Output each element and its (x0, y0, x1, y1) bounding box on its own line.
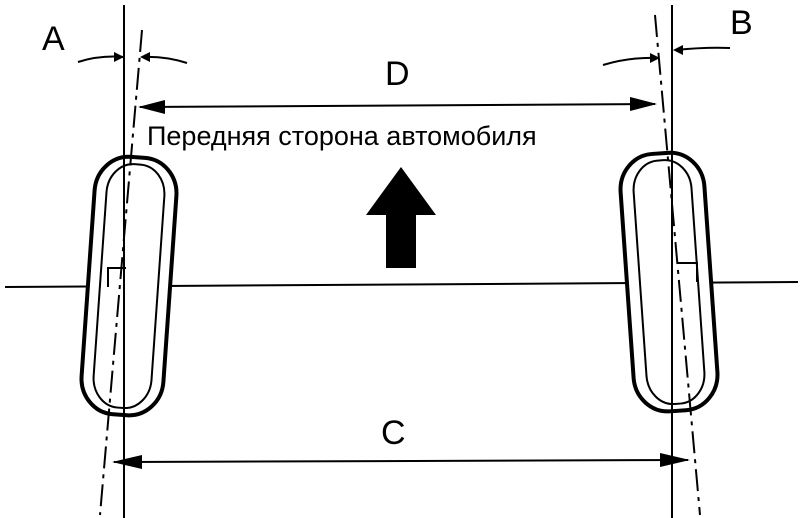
angle-a-label: A (42, 20, 65, 58)
dimension-c-left-arrow (112, 455, 142, 469)
left-right-angle-marker (107, 267, 126, 287)
dimension-c-label: C (381, 414, 406, 452)
left-tire-inner (92, 163, 166, 410)
left-wheel (77, 5, 188, 518)
dimension-d-right-arrow (630, 97, 657, 111)
right-wheel-centerline (654, 14, 701, 516)
vehicle-front-caption: Передняя сторона автомобиля (147, 121, 537, 151)
angle-b-label: B (730, 4, 753, 42)
angle-b-arc (602, 56, 657, 66)
dimension-d-label: D (385, 55, 410, 93)
left-wheel-centerline (99, 29, 143, 516)
right-right-angle-marker (678, 262, 698, 282)
dimension-d-left-arrow (138, 100, 165, 114)
dimension-d-line (139, 103, 656, 108)
forward-direction-arrow (366, 167, 436, 268)
dimension-c-line (113, 459, 689, 463)
right-wheel (602, 5, 731, 518)
dimension-c-right-arrow (660, 453, 690, 467)
